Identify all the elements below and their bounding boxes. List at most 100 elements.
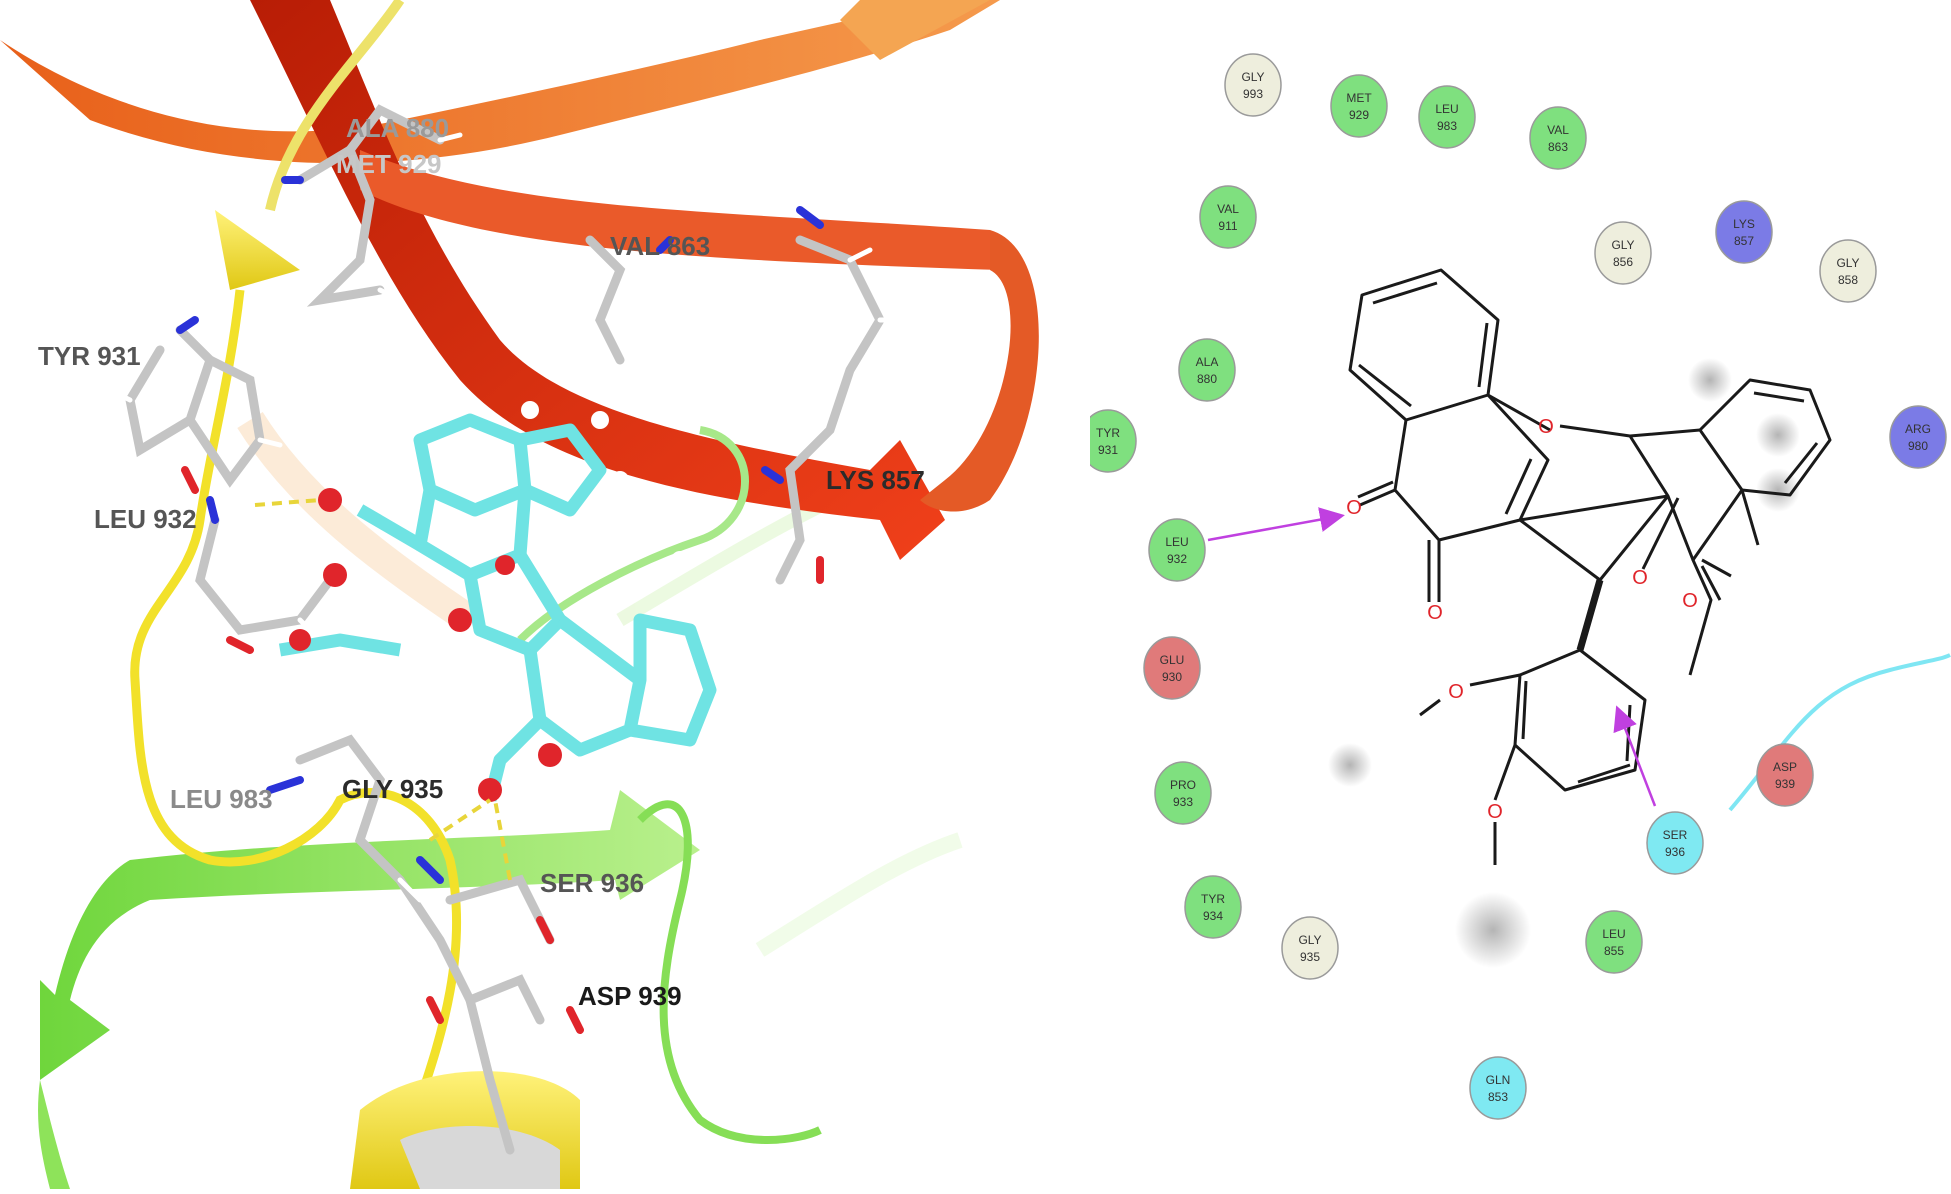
residue-name: VAL <box>1547 123 1569 137</box>
label-ala880: ALA 880 <box>346 113 449 143</box>
oxygen-atom-labels: O O O O O O O <box>1346 416 1698 823</box>
residue-bubble <box>1178 338 1236 402</box>
residue-number: 980 <box>1908 439 1928 453</box>
residue-name: PRO <box>1170 778 1196 792</box>
residue-number: 911 <box>1218 219 1237 233</box>
residue-bubble <box>1756 743 1814 807</box>
residue-number: 983 <box>1437 119 1457 133</box>
residue-labels: ALA 880 MET 929 VAL 863 TYR 931 LYS 857 … <box>38 113 925 1011</box>
residue-number: 933 <box>1173 795 1193 809</box>
atom-o-carbonyl-left: O <box>1346 497 1362 519</box>
residue-name: GLY <box>1241 70 1264 84</box>
residue-gly993: GLY 993 <box>1224 53 1282 117</box>
residue-name: ARG <box>1905 422 1931 436</box>
residue-bubble <box>1281 916 1339 980</box>
residue-number: 857 <box>1734 234 1754 248</box>
residue-ala880: ALA 880 <box>1178 338 1236 402</box>
residue-met929: MET 929 <box>1330 74 1388 138</box>
residue-bubble <box>1418 85 1476 149</box>
residue-bubble <box>1224 53 1282 117</box>
residue-tyr934: TYR 934 <box>1184 875 1242 939</box>
atom-o-methoxy-2: O <box>1487 801 1503 823</box>
residue-name: ASP <box>1773 760 1797 774</box>
hbond-arrow-ser936 <box>1613 705 1657 807</box>
residue-bubble <box>1819 239 1877 303</box>
residue-number: 936 <box>1665 845 1685 859</box>
residue-number: 880 <box>1197 372 1217 386</box>
residue-bubble <box>1199 185 1257 249</box>
residue-name: GLN <box>1486 1073 1511 1087</box>
label-gly935: GLY 935 <box>342 774 443 804</box>
residue-bubble <box>1330 74 1388 138</box>
residue-leu983: LEU 983 <box>1418 85 1476 149</box>
residue-number: 929 <box>1349 108 1369 122</box>
residue-asp939: ASP 939 <box>1756 743 1814 807</box>
residue-leu932: LEU 932 <box>1148 518 1206 582</box>
binding-pose-svg: ALA 880 MET 929 VAL 863 TYR 931 LYS 857 … <box>0 0 1039 1189</box>
residue-sticks <box>107 104 903 1155</box>
ligand-3d <box>278 390 749 802</box>
atom-o-pyran: O <box>1538 416 1554 438</box>
label-asp939: ASP 939 <box>578 981 682 1011</box>
hydrogen-bonds <box>254 498 512 881</box>
atom-o-lactone-carbonyl: O <box>1632 567 1648 589</box>
residue-bubble <box>1079 409 1137 473</box>
hbond-arrow-leu932 <box>1207 507 1345 542</box>
residue-number: 863 <box>1548 140 1568 154</box>
residue-bubble <box>1646 811 1704 875</box>
residue-name: TYR <box>1201 892 1225 906</box>
residue-bubble <box>1585 910 1643 974</box>
residue-number: 934 <box>1203 909 1223 923</box>
residue-number: 931 <box>1098 443 1118 457</box>
residue-name: GLY <box>1836 256 1859 270</box>
residue-gly935: GLY 935 <box>1281 916 1339 980</box>
residue-bubble <box>1889 405 1947 469</box>
binding-pose-3d-view: ALA 880 MET 929 VAL 863 TYR 931 LYS 857 … <box>0 0 1039 1189</box>
residue-number: 930 <box>1162 670 1182 684</box>
residue-name: ALA <box>1196 355 1219 369</box>
residue-pro933: PRO 933 <box>1154 761 1212 825</box>
residue-name: LEU <box>1435 102 1458 116</box>
solvent-exposure-halos <box>1328 358 1800 968</box>
residue-bubble <box>1148 518 1206 582</box>
residue-number: 858 <box>1838 273 1858 287</box>
atom-o-methoxy-1: O <box>1448 681 1464 703</box>
residue-number: 935 <box>1300 950 1320 964</box>
residue-bubble <box>1529 106 1587 170</box>
residue-number: 856 <box>1613 255 1633 269</box>
residue-val863: VAL 863 <box>1529 106 1587 170</box>
residue-ser936: SER 936 <box>1646 811 1704 875</box>
residue-name: LEU <box>1165 535 1188 549</box>
residue-bubble <box>1715 200 1773 264</box>
residue-bubble <box>1594 221 1652 285</box>
residue-name: GLU <box>1160 653 1185 667</box>
residue-number: 939 <box>1775 777 1795 791</box>
residue-number: 932 <box>1167 552 1187 566</box>
residue-name: SER <box>1663 828 1688 842</box>
label-val863: VAL 863 <box>610 231 710 261</box>
residue-name: GLY <box>1298 933 1321 947</box>
residue-number: 993 <box>1243 87 1263 101</box>
label-leu983: LEU 983 <box>170 784 273 814</box>
residue-name: LYS <box>1733 217 1755 231</box>
residue-name: MET <box>1346 91 1372 105</box>
residue-gly858: GLY 858 <box>1819 239 1877 303</box>
residue-arg980: ARG 980 <box>1889 405 1947 469</box>
label-met929: MET 929 <box>336 149 442 179</box>
residue-name: LEU <box>1602 927 1625 941</box>
residue-bubble <box>1154 761 1212 825</box>
red-beta-strand <box>250 0 1039 560</box>
atom-o-lactone-ring: O <box>1682 590 1698 612</box>
label-tyr931: TYR 931 <box>38 341 141 371</box>
residue-bubble <box>1469 1056 1527 1120</box>
residue-lys857: LYS 857 <box>1715 200 1773 264</box>
label-lys857: LYS 857 <box>826 465 925 495</box>
residue-bubble <box>1143 636 1201 700</box>
